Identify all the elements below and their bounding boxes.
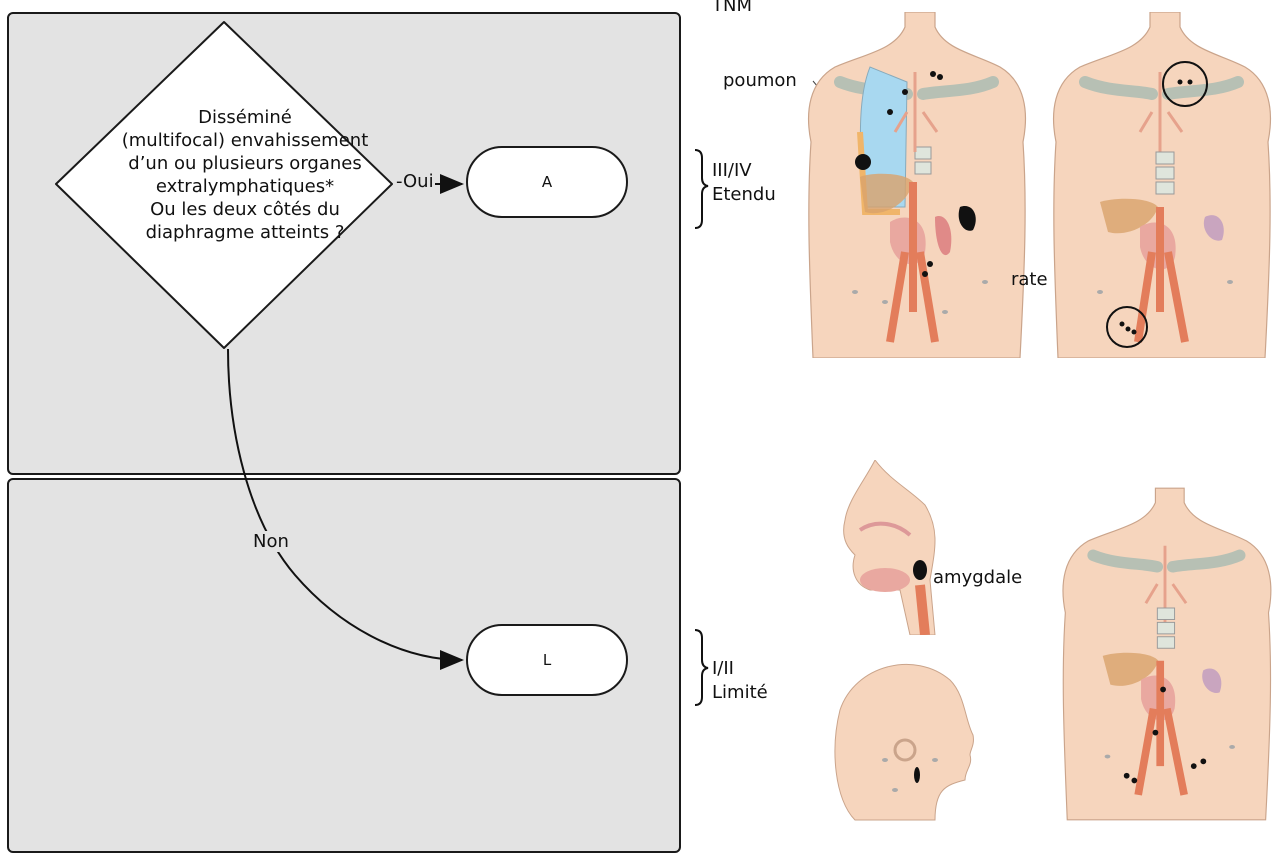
spleen-label: rate [1011,269,1048,290]
tonsil-label: amygdale [933,567,1022,588]
head-profile-illustration [825,650,985,830]
stage-brace-advanced [695,150,708,228]
stage-advanced-code: III/IV [712,159,776,183]
torso-illustration-multifocal [1040,12,1280,358]
stage-limited-name: Limité [712,681,768,705]
stage-limited: I/II Limité [712,657,768,705]
lung-label: poumon [723,70,797,91]
yes-label: -Oui [395,171,435,192]
decision-text: Disséminé (multifocal) envahissement d’u… [95,106,395,244]
no-label: Non [250,531,292,552]
torso-illustration-limited [1050,486,1280,822]
outcome-limited-label: L [543,651,551,669]
torso-illustration-advanced [795,12,1035,358]
outcome-limited-box[interactable]: L [466,624,628,696]
stage-brace-limited [695,630,708,705]
tnm-heading: TNM [712,0,752,18]
stage-advanced: III/IV Etendu [712,159,776,207]
stage-limited-code: I/II [712,657,768,681]
outcome-advanced-box[interactable]: A [466,146,628,218]
outcome-advanced-label: A [542,173,552,191]
stage-advanced-name: Etendu [712,183,776,207]
head-section-illustration [840,460,950,635]
no-arrow [228,349,462,660]
